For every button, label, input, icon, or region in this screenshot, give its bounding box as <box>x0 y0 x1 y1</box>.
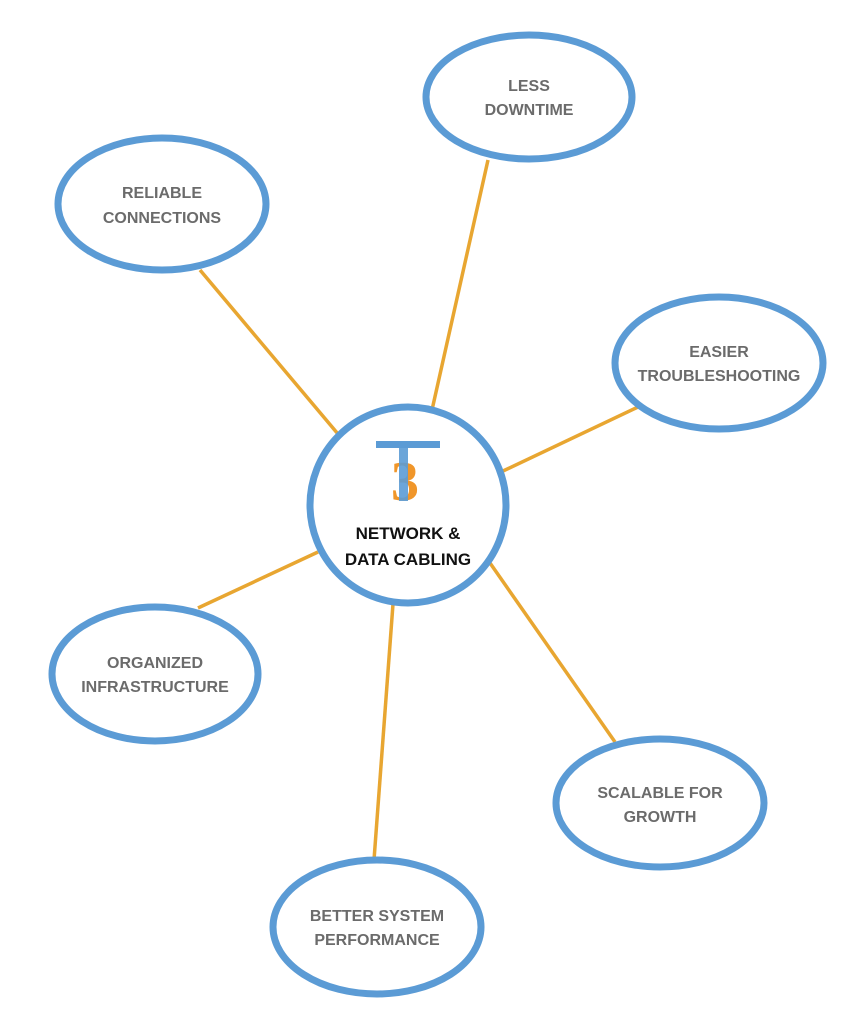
node-less-downtime: LESS DOWNTIME <box>422 31 636 163</box>
node-label-line2: PERFORMANCE <box>314 932 440 949</box>
node-label-line1: BETTER SYSTEM <box>310 908 444 925</box>
node-label-line2: TROUBLESHOOTING <box>638 368 801 385</box>
node-label-line1: EASIER <box>689 344 749 361</box>
node-label-line2: DOWNTIME <box>485 102 574 119</box>
center-label-line1: NETWORK & <box>356 524 461 543</box>
node-label-line1: SCALABLE FOR <box>597 785 723 802</box>
node-label-line2: INFRASTRUCTURE <box>81 679 229 696</box>
connector-less-downtime <box>430 159 490 411</box>
node-label-line1: RELIABLE <box>122 185 202 202</box>
center-node: 3 NETWORK & DATA CABLING <box>306 403 510 607</box>
connector-reliable-connections <box>198 268 340 436</box>
node-label-line1: LESS <box>508 78 550 95</box>
node-label-line2: GROWTH <box>624 809 697 826</box>
node-scalable-for-growth: SCALABLE FOR GROWTH <box>552 735 768 871</box>
node-label-line1: ORGANIZED <box>107 655 203 672</box>
node-better-system-performance: BETTER SYSTEM PERFORMANCE <box>269 856 485 998</box>
node-organized-infrastructure: ORGANIZED INFRASTRUCTURE <box>48 603 262 745</box>
node-easier-troubleshooting: EASIER TROUBLESHOOTING <box>611 293 827 433</box>
connector-easier-troubleshooting <box>502 405 639 473</box>
center-label-line2: DATA CABLING <box>345 550 471 569</box>
node-label-line2: CONNECTIONS <box>103 210 222 227</box>
connectors <box>197 159 639 861</box>
t3-logo-icon: 3 <box>376 441 440 513</box>
node-reliable-connections: RELIABLE CONNECTIONS <box>54 134 270 274</box>
connector-better-system-performance <box>372 603 395 861</box>
connector-organized-infrastructure <box>197 550 319 610</box>
connector-scalable-for-growth <box>488 561 617 744</box>
